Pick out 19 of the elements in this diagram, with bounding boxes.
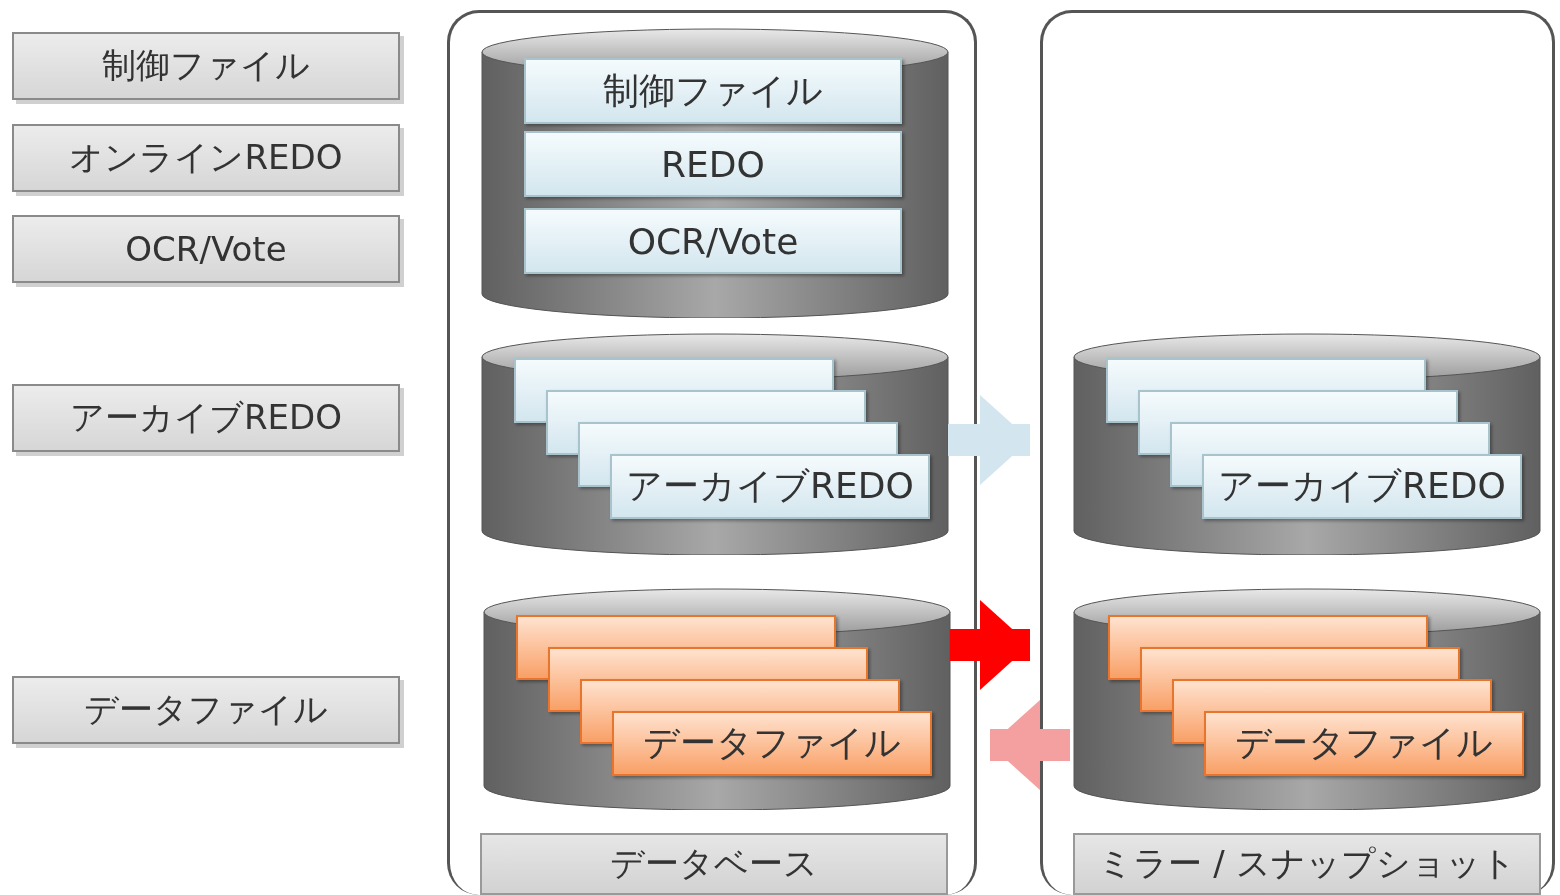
label-text: データファイル xyxy=(84,688,328,731)
file-card: REDO xyxy=(524,131,902,197)
file-card: アーカイブREDO xyxy=(1202,454,1522,519)
label-text: オンラインREDO xyxy=(69,136,343,179)
block-arrow xyxy=(950,600,1030,690)
file-card: OCR/Vote xyxy=(524,208,902,274)
group-frame xyxy=(447,10,977,895)
group-frame xyxy=(1040,10,1555,895)
block-arrow xyxy=(948,395,1030,485)
group-caption: データベース xyxy=(480,833,948,895)
file-card: データファイル xyxy=(612,711,932,776)
group-caption: ミラー / スナップショット xyxy=(1073,833,1541,895)
block-arrow xyxy=(990,700,1070,790)
file-card: 制御ファイル xyxy=(524,58,902,124)
label-text: 制御ファイル xyxy=(102,44,310,87)
label-text: OCR/Vote xyxy=(125,229,287,269)
label-text: アーカイブREDO xyxy=(69,396,343,439)
file-card: データファイル xyxy=(1204,711,1524,776)
file-card: アーカイブREDO xyxy=(610,454,930,519)
